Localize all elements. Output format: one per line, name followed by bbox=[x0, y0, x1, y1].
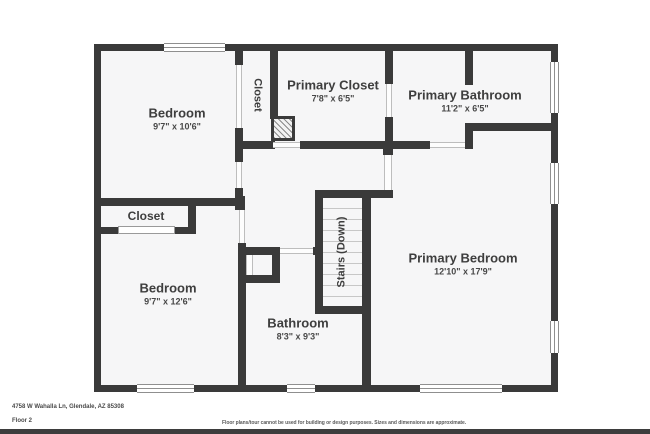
wall-segment bbox=[385, 49, 393, 84]
room-label-bedroom-bottom-left: Bedroom 9'7" x 12'6" bbox=[139, 280, 197, 309]
window bbox=[164, 43, 225, 52]
wall-segment bbox=[315, 198, 323, 314]
footer-bar bbox=[0, 429, 650, 434]
room-dims: 9'7" x 10'6" bbox=[153, 121, 201, 132]
wall-segment bbox=[246, 247, 280, 255]
room-name: Closet bbox=[251, 78, 264, 112]
wall-segment bbox=[362, 198, 371, 314]
room-label-closet-left: Closet bbox=[127, 209, 165, 224]
address-text: 4758 W Wahalla Ln, Glendale, AZ 85308 bbox=[12, 404, 124, 410]
window bbox=[287, 384, 315, 393]
door-opening bbox=[384, 155, 392, 190]
room-label-primary-closet: Primary Closet 7'8" x 6'5" bbox=[287, 77, 379, 106]
wall-segment bbox=[315, 306, 371, 314]
wall-segment bbox=[385, 117, 393, 149]
door-opening bbox=[239, 210, 245, 243]
wall-segment bbox=[235, 196, 245, 210]
room-label-bathroom: Bathroom 8'3" x 9'3" bbox=[267, 315, 329, 344]
wall-segment bbox=[97, 227, 118, 234]
wall-segment bbox=[235, 141, 275, 149]
door-opening bbox=[386, 84, 392, 117]
wall-segment bbox=[175, 227, 188, 234]
wall-segment bbox=[238, 243, 246, 385]
room-name: Primary Closet bbox=[287, 77, 379, 93]
wall-segment bbox=[465, 123, 551, 131]
room-label-bedroom-top-left: Bedroom 9'7" x 10'6" bbox=[148, 105, 206, 134]
wall-segment bbox=[272, 255, 280, 283]
room-name: Stairs (Down) bbox=[335, 216, 348, 288]
wall-segment bbox=[270, 49, 278, 119]
room-name: Primary Bedroom bbox=[408, 250, 518, 266]
room-dims: 11'2" x 6'5" bbox=[441, 103, 489, 114]
room-name: Primary Bathroom bbox=[408, 87, 522, 103]
wall-segment bbox=[246, 275, 280, 283]
wall-segment bbox=[383, 149, 393, 155]
wall-outer-top bbox=[94, 44, 558, 51]
disclaimer-text: Floor plans/tour cannot be used for buil… bbox=[222, 420, 467, 426]
door-opening bbox=[236, 162, 242, 188]
window bbox=[550, 62, 559, 113]
window bbox=[420, 384, 502, 393]
wall-outer-left bbox=[94, 44, 101, 392]
wall-segment bbox=[315, 190, 393, 198]
chimney-hatch bbox=[271, 116, 295, 141]
wall-segment bbox=[465, 123, 473, 149]
stair-treads bbox=[323, 198, 362, 306]
wall-segment bbox=[94, 198, 245, 206]
door-opening bbox=[430, 142, 465, 148]
room-name: Bedroom bbox=[139, 280, 197, 296]
room-label-closet-corridor: Closet bbox=[251, 78, 264, 112]
wall-segment bbox=[235, 49, 243, 65]
door-opening bbox=[246, 255, 253, 275]
window bbox=[550, 163, 559, 204]
room-label-stairs: Stairs (Down) bbox=[336, 217, 349, 288]
room-name: Closet bbox=[127, 209, 165, 224]
room-dims: 8'3" x 9'3" bbox=[276, 331, 320, 342]
wall-segment bbox=[188, 206, 196, 234]
room-dims: 7'8" x 6'5" bbox=[311, 93, 355, 104]
wall-segment bbox=[362, 314, 371, 385]
room-label-primary-bedroom: Primary Bedroom 12'10" x 17'9" bbox=[408, 250, 518, 279]
door-opening bbox=[273, 142, 300, 148]
window bbox=[137, 384, 194, 393]
wall-segment bbox=[300, 141, 430, 149]
wall-outer-right bbox=[551, 44, 558, 392]
wall-segment bbox=[465, 49, 473, 85]
room-name: Bedroom bbox=[148, 105, 206, 121]
room-dims: 9'7" x 12'6" bbox=[144, 296, 192, 307]
closet-sliding-door bbox=[118, 226, 175, 234]
floor-label: Floor 2 bbox=[12, 418, 33, 424]
room-label-primary-bathroom: Primary Bathroom 11'2" x 6'5" bbox=[408, 87, 522, 116]
wall-outer-bottom bbox=[94, 385, 558, 392]
room-name: Bathroom bbox=[267, 315, 329, 331]
door-opening bbox=[236, 65, 242, 128]
window bbox=[550, 321, 559, 353]
door-opening bbox=[280, 248, 313, 254]
room-dims: 12'10" x 17'9" bbox=[434, 266, 492, 277]
